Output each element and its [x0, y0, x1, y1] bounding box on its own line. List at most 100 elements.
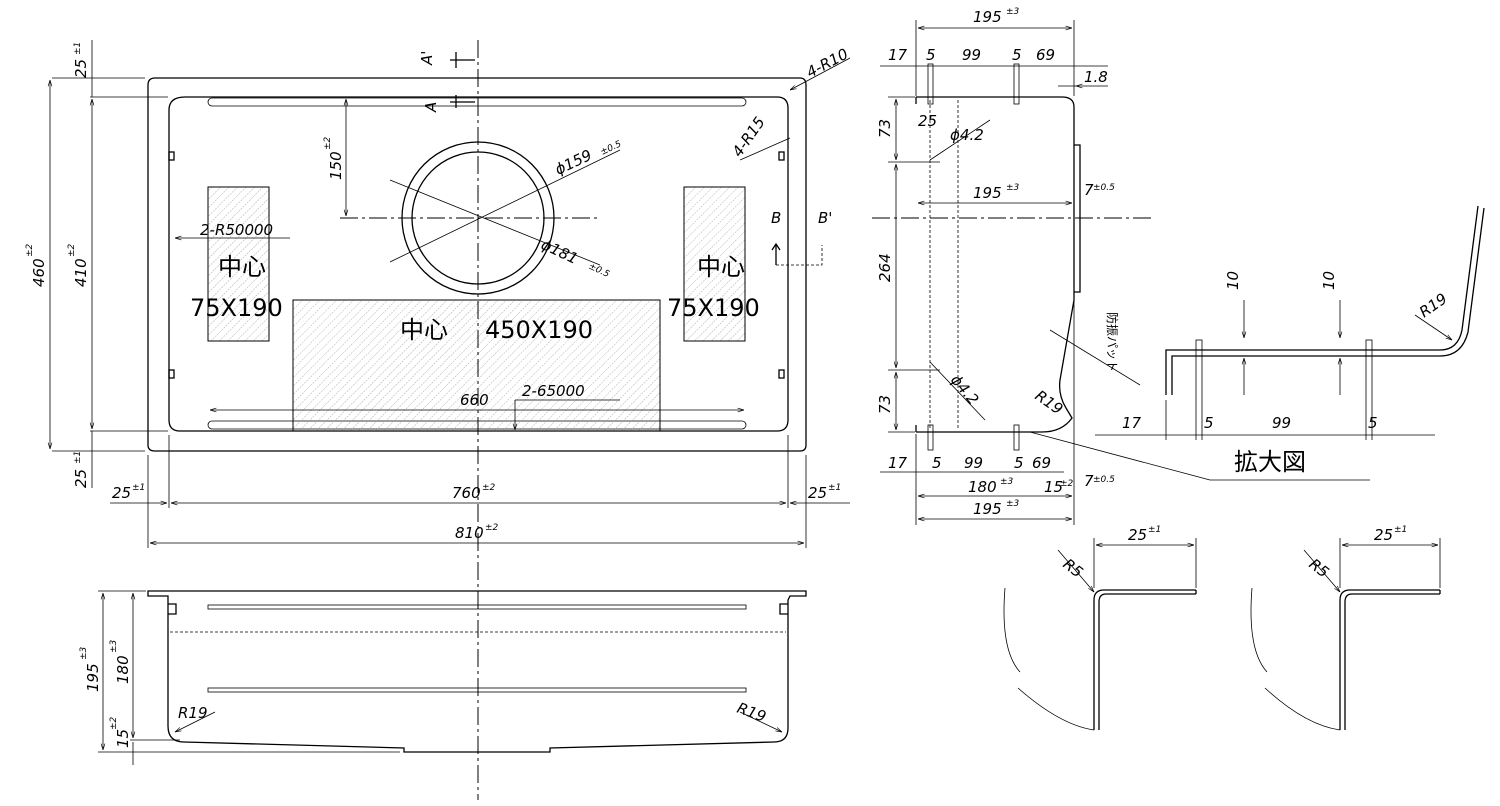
- hole-dim-line-b: [389, 149, 621, 263]
- detail-profile: [1165, 205, 1479, 395]
- section-a-mark: [450, 52, 475, 68]
- top-rib: [207, 97, 747, 107]
- svg-text:±2: ±2: [67, 243, 77, 257]
- pad-right-size: 75X190: [667, 294, 760, 322]
- svg-text:±1: ±1: [73, 451, 83, 464]
- front-rib-top: [207, 604, 747, 610]
- flange-detail-left: 25 ±1 R5: [1003, 525, 1197, 731]
- svg-text:±2: ±2: [25, 243, 35, 257]
- flange-left-dim-label: 25: [1128, 526, 1147, 544]
- svg-text:±3: ±3: [1000, 477, 1014, 487]
- detail-dim-10b-label: 10: [1320, 271, 1338, 290]
- detail-dim-10a-label: 10: [1224, 271, 1242, 290]
- svg-text:17: 17: [888, 46, 908, 64]
- flange-left-radius-label: R5: [1060, 555, 1087, 581]
- svg-text:±2: ±2: [1060, 479, 1074, 489]
- side-post-b: [1013, 63, 1020, 105]
- clip-bl: [168, 369, 175, 379]
- svg-text:73: 73: [876, 395, 894, 414]
- svg-text:25: 25: [918, 112, 937, 130]
- side-dim-195-bot-label: 195: [973, 500, 1002, 518]
- side-hole-b-label: ϕ4.2: [947, 371, 982, 408]
- radius-corner-outer-label: 4-R10: [803, 45, 851, 82]
- front-clip-right: [779, 603, 788, 615]
- svg-text:5: 5: [1204, 414, 1214, 432]
- svg-text:15: 15: [1044, 478, 1063, 496]
- svg-text:±1: ±1: [1394, 525, 1407, 535]
- dim-15-label: 15: [114, 729, 132, 748]
- svg-text:±2: ±2: [109, 716, 119, 730]
- svg-text:99: 99: [962, 46, 981, 64]
- svg-text:±3: ±3: [109, 639, 119, 653]
- svg-text:±3: ±3: [1006, 7, 1020, 17]
- dim-hole-outer-label: ϕ181: [538, 235, 581, 268]
- flange-detail-right: 25 ±1 R5: [1250, 525, 1441, 731]
- hole-dim-line-a: [389, 179, 601, 266]
- flange-right-radius-label: R5: [1306, 555, 1333, 581]
- dim-660-label: 660: [460, 391, 489, 409]
- svg-text:5: 5: [1012, 46, 1022, 64]
- dim-top-margin-label: 25: [72, 59, 90, 78]
- pad-right-center: 中心: [697, 253, 745, 281]
- detail-title: 拡大図: [1234, 448, 1306, 476]
- pad-center: [292, 299, 661, 432]
- svg-text:±1: ±1: [1148, 525, 1161, 535]
- svg-text:5: 5: [932, 454, 942, 472]
- svg-text:99: 99: [964, 454, 983, 472]
- svg-text:5: 5: [1368, 414, 1378, 432]
- pad-left: [207, 186, 270, 342]
- dim-height-inner-label: 410: [72, 258, 90, 287]
- svg-text:±0.5: ±0.5: [1093, 475, 1115, 485]
- dim-left-margin-label: 25: [112, 484, 131, 502]
- clip-br: [778, 369, 785, 379]
- svg-text:±1: ±1: [132, 483, 145, 493]
- side-pad-label: 防振パット: [1105, 312, 1120, 372]
- svg-text:7: 7: [1084, 472, 1094, 490]
- section-a-label: A': [418, 51, 436, 66]
- front-section-view: 195 ±3 180 ±3 15 ±2 R19 R19: [79, 590, 807, 765]
- svg-text:5: 5: [1014, 454, 1024, 472]
- side-dim-1-8-label: 1.8: [1084, 68, 1108, 86]
- dim-180-label: 180: [114, 655, 132, 684]
- front-rib-bottom: [207, 687, 747, 693]
- section-b-label: B: [771, 209, 781, 227]
- pad-left-size: 75X190: [190, 294, 283, 322]
- radius-large2-label: 2-65000: [522, 382, 585, 400]
- svg-text:99: 99: [1272, 414, 1291, 432]
- radius-large-label: 2-R50000: [200, 221, 273, 239]
- pad-right: [683, 186, 746, 342]
- dim-hole-inner-label: ϕ159: [552, 146, 595, 179]
- side-dim-195-top-label: 195: [973, 8, 1002, 26]
- side-dim-195-mid-label: 195: [973, 184, 1002, 202]
- svg-text:±2: ±2: [482, 483, 496, 493]
- section-b-line: [776, 245, 823, 266]
- svg-text:7: 7: [1084, 181, 1094, 199]
- svg-text:±1: ±1: [828, 483, 841, 493]
- side-radius-label: R19: [1032, 387, 1067, 419]
- section-b-mark: [771, 242, 781, 265]
- front-clip-left: [168, 603, 177, 615]
- pad-center-label: 中心: [400, 316, 448, 344]
- section-a2-mark: [450, 95, 475, 108]
- radius-left-label: R19: [178, 704, 208, 722]
- dim-bottom-margin-label: 25: [72, 469, 90, 488]
- side-hole-a-label: ϕ4.2: [950, 126, 984, 144]
- dim-hole-offset-label: 150: [327, 151, 345, 180]
- svg-text:69: 69: [1032, 454, 1051, 472]
- side-post-a: [927, 63, 934, 105]
- svg-text:±3: ±3: [1006, 183, 1020, 193]
- svg-text:±1: ±1: [73, 42, 83, 55]
- outer-outline: [147, 77, 807, 452]
- section-a2-label: A: [422, 102, 440, 113]
- dim-height-outer-label: 460: [30, 258, 48, 287]
- inner-bowl-outline: [168, 96, 789, 432]
- svg-text:17: 17: [1122, 414, 1142, 432]
- clip-tl: [168, 151, 175, 161]
- pad-left-center: 中心: [218, 253, 266, 281]
- svg-text:±0.5: ±0.5: [587, 262, 611, 280]
- detail-view: 10 10 R19 17 5 99 5 拡大図: [1095, 205, 1485, 476]
- side-outline: [916, 96, 1075, 433]
- svg-text:±2: ±2: [323, 136, 333, 150]
- radius-right-label: R19: [735, 699, 769, 726]
